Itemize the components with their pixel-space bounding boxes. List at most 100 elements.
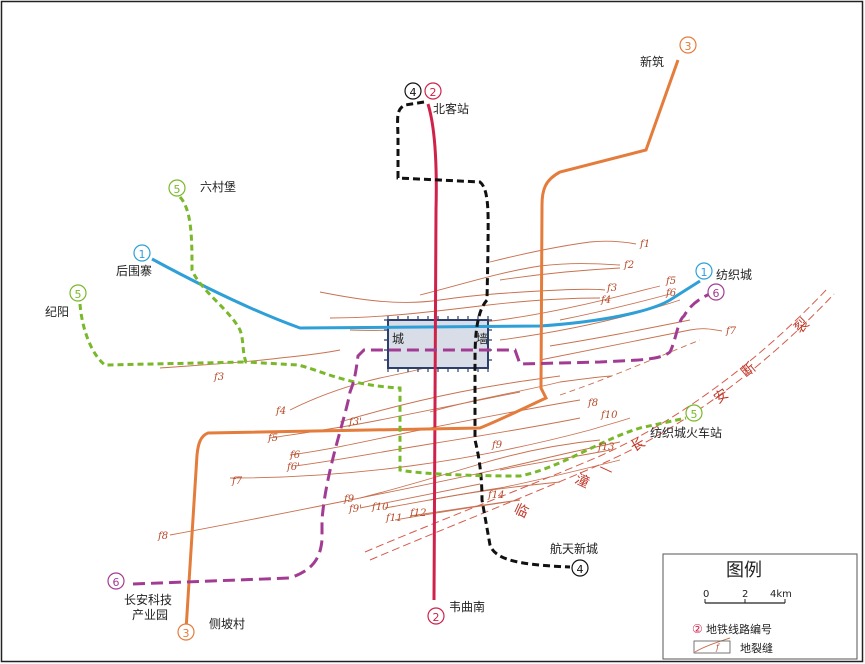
fissure-f7-west	[229, 417, 631, 479]
fissure-label-f14: f14	[487, 490, 504, 501]
fissure-e3	[549, 319, 691, 347]
fissure-label-f8: f8	[587, 398, 598, 409]
fissure-f9prime	[359, 483, 481, 509]
fissure-f6prime	[294, 417, 581, 467]
line-6-west-badge-circle	[107, 572, 125, 590]
fault-line-b	[369, 293, 835, 561]
line-2-south-badge: 2	[433, 611, 440, 624]
legend-title: 图例	[726, 560, 762, 581]
fissure-label-f7w: f7	[231, 476, 243, 487]
city-wall-right: 墙	[476, 332, 488, 346]
fissure-f3a	[319, 288, 606, 303]
fissure-label-f8w: f8	[157, 531, 168, 542]
line-3-north-badge: 3	[685, 40, 692, 53]
fissure-label-f3p: f3'	[348, 417, 362, 428]
line-5-east-badge-circle	[685, 404, 703, 422]
line-2-north-badge: 2	[430, 86, 437, 99]
fissure-label-f4w: f4	[275, 406, 286, 417]
line-5-west-badge: 5	[75, 288, 82, 301]
metro-line-2	[426, 103, 438, 601]
fault-name-char-5: 断	[738, 360, 759, 381]
legend-line-label: 地铁线路编号	[706, 622, 772, 636]
line-6-east-badge: 6	[713, 287, 720, 300]
fissure-label-f9p: f9'	[348, 504, 362, 515]
ground-fissures	[159, 240, 723, 536]
legend-scale-2: 2	[742, 589, 748, 600]
metro-line-6	[132, 291, 713, 586]
fissure-label-f6p: f6'	[286, 462, 300, 473]
fissure-f4	[329, 297, 601, 319]
fissure-f14	[429, 481, 561, 501]
fissure-label-f11: f11	[385, 513, 402, 524]
fissure-dash	[559, 339, 701, 396]
fault-name-char-2: —	[596, 459, 615, 479]
line-5-northwest-badge: 5	[174, 183, 181, 196]
line-5-east-badge: 5	[691, 408, 698, 421]
fissure-label-f1: f1	[639, 239, 650, 250]
fault-line-a	[364, 287, 829, 553]
line-6-east-badge-circle	[707, 283, 725, 301]
station-fangzhicheng: 纺织城	[716, 268, 752, 282]
fissure-f3prime	[339, 375, 561, 423]
fissure-f12	[409, 499, 521, 517]
fissure-label-f10: f10	[600, 410, 618, 421]
fissure-label-f10w: f10	[371, 502, 389, 513]
line-1-east-badge: 1	[701, 266, 708, 279]
line-5-northwest-badge-circle	[168, 179, 186, 197]
line-1-west-badge: 1	[139, 248, 146, 261]
station-xinzhu: 新筑	[640, 54, 664, 69]
fissure-f8-west	[169, 441, 621, 536]
station-weiqunan: 韦曲南	[449, 599, 485, 614]
line-1-east-badge-circle	[695, 262, 713, 280]
station-hangtian: 航天新城	[550, 541, 598, 556]
line-3-south-badge-circle	[177, 623, 195, 641]
metro-line-5-west	[78, 303, 247, 367]
fissure-label-f12: f12	[409, 508, 426, 519]
fissure-label-f7: f7	[725, 326, 737, 337]
fissure-label-f3w: f3	[213, 372, 224, 383]
fault-name-char-1: 潼	[572, 470, 592, 491]
station-changan-line1: 长安科技	[124, 592, 172, 607]
fissure-e1	[499, 267, 621, 281]
line-4-south-badge-circle	[571, 559, 589, 577]
legend-fissure-label: 地裂缝	[740, 641, 773, 655]
fault-name-char-4: 安	[711, 386, 732, 407]
legend-line-symbol: ②	[692, 622, 703, 636]
legend-scale-4: 4km	[770, 589, 792, 600]
metro-line-5	[178, 195, 687, 478]
city-wall-left: 城	[392, 332, 404, 346]
legend: 图例 0 2 4km ② 地铁线路编号 f 地裂缝	[662, 553, 858, 660]
fissure-label-f5: f5	[665, 276, 676, 287]
fissure-label-f3: f3	[606, 283, 617, 294]
station-zhepocun: 侧坡村	[209, 617, 245, 631]
station-changan-line2: 产业园	[132, 608, 168, 622]
fissure-label-f9: f9	[491, 440, 503, 451]
legend-fissure-symbol: f	[715, 643, 721, 652]
lintong-changan-fault	[364, 287, 835, 561]
fissure-label-f6: f6	[665, 288, 677, 299]
metro-line-3	[184, 59, 680, 631]
fissure-label-f5w: f5	[267, 433, 278, 444]
fissure-f1	[489, 240, 637, 263]
line-3-south-badge: 3	[183, 627, 190, 640]
fissure-label-f6w: f6	[289, 450, 301, 461]
fissure-label-f2: f2	[623, 260, 634, 271]
fault-name-char-0: 临	[511, 501, 530, 521]
line-1-west-badge-circle	[133, 244, 151, 262]
line-4-south-badge: 4	[577, 563, 584, 576]
fissure-f10	[384, 459, 621, 509]
legend-scale-0: 0	[703, 589, 709, 600]
line-5-west-badge-circle	[69, 284, 87, 302]
station-houweizhai: 后围寨	[116, 263, 152, 278]
line-6-west-badge: 6	[113, 576, 120, 589]
station-liucunbao: 六村堡	[200, 179, 236, 194]
line-4-north-badge-circle	[404, 82, 422, 100]
fissure-label-f9w: f9	[343, 494, 355, 505]
legend-fissure-icon	[694, 637, 731, 653]
fissure-f2	[419, 263, 621, 296]
station-beikezhan: 北客站	[433, 101, 469, 116]
station-fangzhicheng-station: 纺织城火车站	[650, 425, 722, 440]
